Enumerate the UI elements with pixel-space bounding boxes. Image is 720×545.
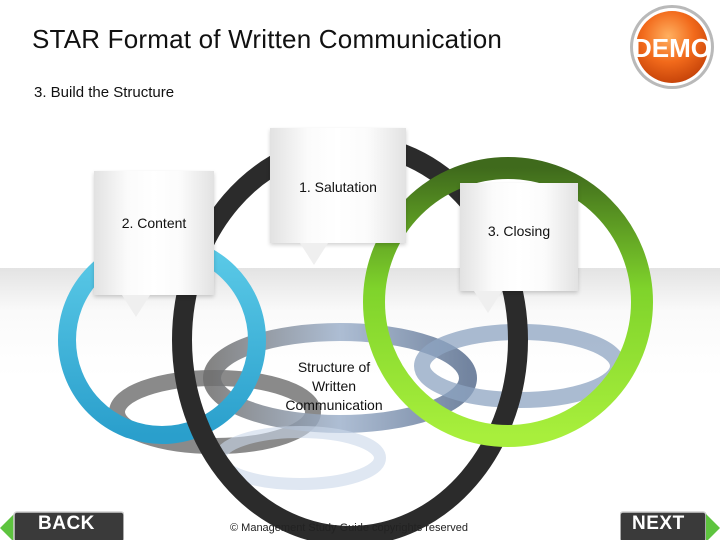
callout-content-tail xyxy=(122,295,150,317)
callout-content-label: 2. Content xyxy=(121,215,187,231)
copyright-text: © Management Study Guide copyrights rese… xyxy=(230,522,469,534)
callout-salutation: 1. Salutation xyxy=(270,128,406,265)
back-arrow-icon xyxy=(0,514,14,542)
callout-salutation-label: 1. Salutation xyxy=(299,179,377,195)
next-button[interactable]: NEXT xyxy=(619,508,720,543)
callout-content: 2. Content xyxy=(94,171,214,317)
callout-closing-tail xyxy=(474,291,502,313)
center-label: Structure of Written Communication xyxy=(285,359,383,413)
next-button-shape xyxy=(619,511,720,543)
back-button[interactable]: BACK xyxy=(0,508,125,543)
demo-badge-text: DEMO xyxy=(633,33,711,63)
callout-closing: 3. Closing xyxy=(460,183,578,313)
back-button-label: BACK xyxy=(38,513,95,534)
demo-badge: DEMO xyxy=(630,5,714,89)
base-ring-center xyxy=(203,323,477,433)
next-arrow-icon xyxy=(706,514,720,542)
slide-title: STAR Format of Written Communication xyxy=(32,24,503,54)
callout-salutation-tail xyxy=(300,243,328,265)
base-ring-front xyxy=(214,426,386,490)
slide-subtitle: 3. Build the Structure xyxy=(34,84,175,101)
closing-ring xyxy=(363,157,653,447)
next-button-label: NEXT xyxy=(632,513,685,534)
callout-closing-label: 3. Closing xyxy=(487,223,551,239)
